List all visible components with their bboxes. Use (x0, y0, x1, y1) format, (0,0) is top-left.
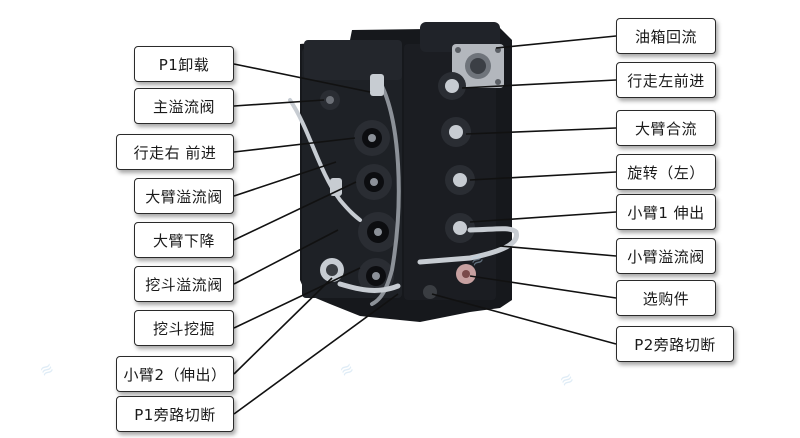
leader-boom-relief-valve (233, 161, 337, 197)
label-travel-left-forward: 行走左前进 (616, 62, 716, 98)
leader-boom-merge (465, 127, 617, 135)
label-p1-unload: P1卸载 (134, 46, 234, 82)
label-bucket-relief-valve: 挖斗溢流阀 (134, 266, 234, 302)
label-tank-return: 油箱回流 (616, 18, 716, 54)
leader-bucket-relief-valve (233, 229, 339, 285)
pilot-hoses (288, 74, 519, 306)
label-arm2-extend: 小臂2（伸出） (116, 356, 234, 392)
leader-travel-left-forward (461, 79, 617, 89)
label-travel-right-forward: 行走右 前进 (116, 134, 234, 170)
label-boom-relief-valve: 大臂溢流阀 (134, 178, 234, 214)
leader-swing-left (469, 171, 617, 181)
leader-lines (233, 35, 617, 415)
leader-arm-relief-valve (499, 245, 617, 257)
label-swing-left: 旋转（左） (616, 154, 716, 190)
leader-main-relief-valve (233, 99, 325, 107)
leader-p2-bypass-cutoff (431, 293, 617, 345)
label-bucket-dig: 挖斗挖掘 (134, 310, 234, 346)
label-arm1-extend: 小臂1 伸出 (616, 194, 716, 230)
label-p1-bypass-cutoff: P1旁路切断 (116, 396, 234, 432)
leader-arm2-extend (233, 277, 333, 375)
label-p2-bypass-cutoff: P2旁路切断 (616, 326, 734, 362)
leader-optional-part (469, 275, 617, 299)
leader-p1-unload (233, 63, 371, 93)
label-boom-merge: 大臂合流 (616, 110, 716, 146)
leader-p1-bypass-cutoff (233, 293, 399, 415)
right-spool-caps (423, 72, 476, 299)
label-optional-part: 选购件 (616, 280, 716, 316)
leader-travel-right-forward (233, 137, 356, 153)
leader-arm1-extend (469, 211, 617, 223)
control-valve-block (288, 22, 519, 322)
label-main-relief-valve: 主溢流阀 (134, 88, 234, 124)
left-spool-caps (320, 90, 398, 294)
label-arm-relief-valve: 小臂溢流阀 (616, 238, 716, 274)
leader-boom-down (233, 181, 357, 241)
leader-tank-return (495, 35, 617, 49)
leader-bucket-dig (233, 267, 361, 329)
label-boom-down: 大臂下降 (134, 222, 234, 258)
port-plate (452, 44, 504, 88)
